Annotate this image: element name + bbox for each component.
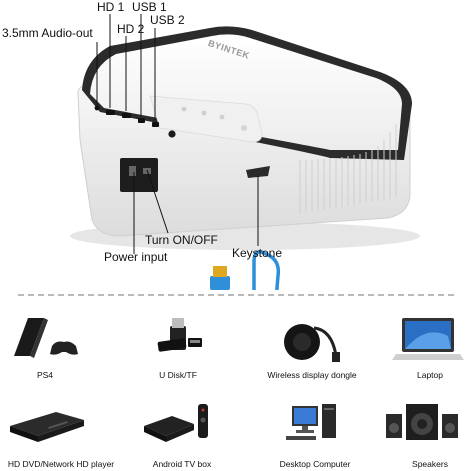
hd2-label: HD 2 <box>117 22 145 36</box>
power-input-label: Power input <box>104 250 168 264</box>
ir-sensor-icon <box>168 130 176 138</box>
tv-box-icon <box>144 404 208 442</box>
device-label-ps4: PS4 <box>36 370 54 380</box>
panel-button <box>181 106 187 112</box>
panel-button <box>219 114 225 120</box>
projector-top <box>90 34 402 150</box>
device-label-laptop: Laptop <box>417 370 443 380</box>
control-panel <box>149 95 263 143</box>
device-label-desktop: Desktop Computer <box>279 459 351 469</box>
hdmi-port-icon <box>122 113 131 118</box>
turn-on-off-label: Turn ON/OFF <box>145 233 218 247</box>
device-label-speakers: Speakers <box>412 459 448 469</box>
usb-port-icon <box>152 122 159 127</box>
usb1-label: USB 1 <box>132 0 167 14</box>
audio-jack-icon <box>94 105 100 111</box>
laptop-icon <box>392 318 464 360</box>
vent-grille <box>299 124 397 214</box>
keystone-wheel-icon <box>246 166 270 178</box>
desktop-computer-icon <box>286 404 336 440</box>
hdmi-port-icon <box>106 110 115 115</box>
speakers-icon <box>386 404 458 440</box>
dvd-player-icon <box>10 412 84 442</box>
port-strip <box>94 105 176 138</box>
device-label-dongle: Wireless display dongle <box>267 370 357 380</box>
panel-button <box>201 110 207 116</box>
hdmi-cable-icon <box>210 249 281 290</box>
device-label-u-disk: U Disk/TF <box>159 370 197 380</box>
usb2-label: USB 2 <box>150 13 185 27</box>
keystone-label: Keystone <box>232 246 283 260</box>
usb-port-icon <box>138 118 145 123</box>
section-divider <box>18 294 454 296</box>
game-console-icon <box>14 318 78 358</box>
callout-lines <box>96 14 259 254</box>
display-dongle-icon <box>284 324 340 362</box>
audio-out-label: 3.5mm Audio-out <box>2 26 93 40</box>
device-label-dvd: HD DVD/Network HD player <box>7 459 115 469</box>
projector-illustration <box>70 14 420 290</box>
usb-drive-icon <box>157 318 202 352</box>
device-label-tv-box: Android TV box <box>152 459 212 469</box>
power-button-icon <box>241 125 247 131</box>
hd1-label: HD 1 <box>97 0 125 14</box>
